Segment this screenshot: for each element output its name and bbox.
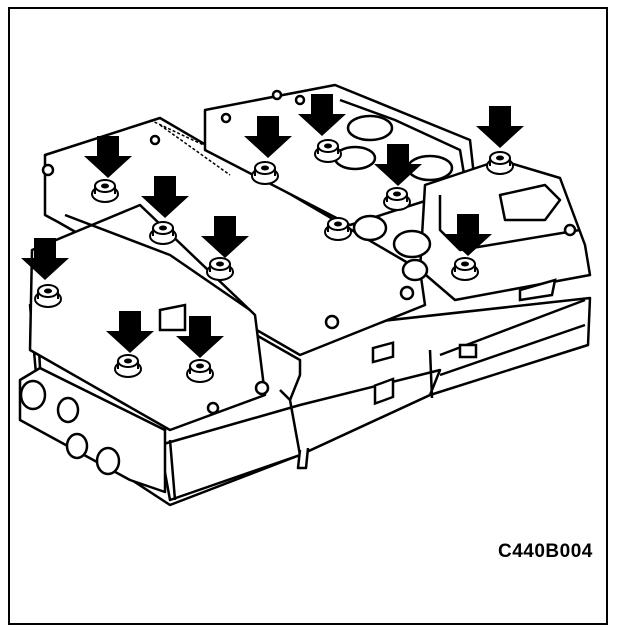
casting-openings — [158, 278, 557, 406]
bolt-icon — [324, 217, 352, 241]
bolt-icon — [383, 187, 411, 211]
bolt-icon — [486, 151, 514, 175]
bolt-icon — [206, 257, 234, 281]
bolt-icon — [251, 161, 279, 185]
bolt-icon — [34, 284, 62, 308]
bolt-icon — [186, 359, 214, 383]
bolt-icon — [91, 179, 119, 203]
figure-code: C440B004 — [498, 541, 593, 562]
bolt-icon — [451, 257, 479, 281]
bolt-icon — [114, 354, 142, 378]
bolt-icon — [314, 139, 342, 163]
bolt-icon — [149, 221, 177, 245]
down-arrow-icon — [476, 106, 524, 148]
